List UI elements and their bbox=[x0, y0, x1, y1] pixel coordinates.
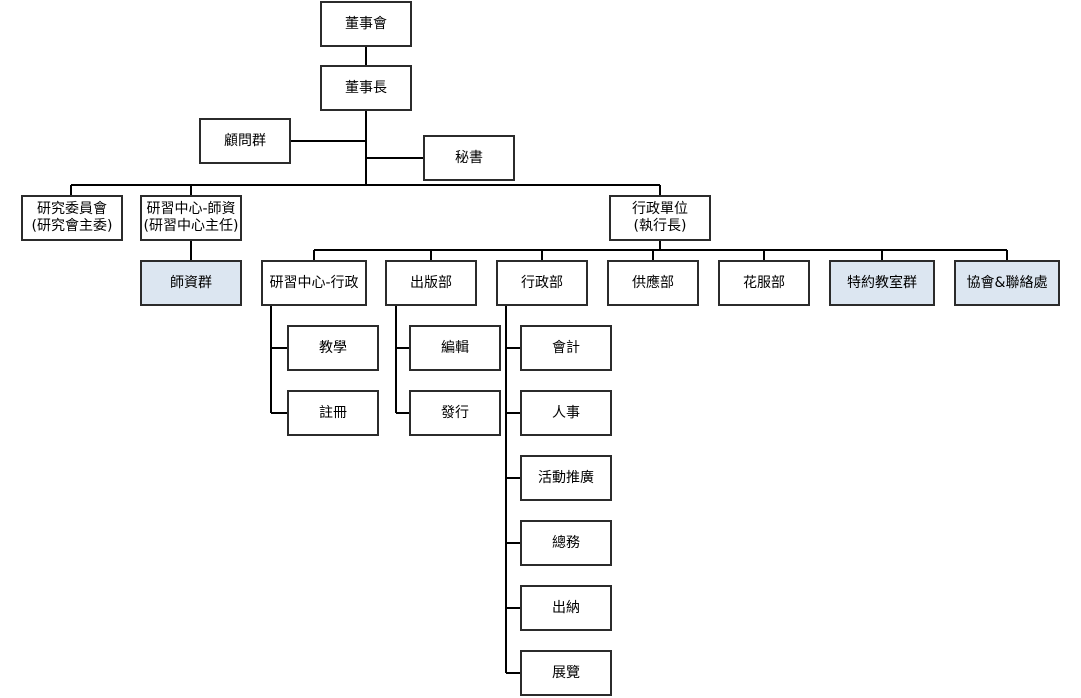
teaching-label: 教學 bbox=[319, 339, 347, 356]
accounting-node: 會計 bbox=[520, 325, 612, 371]
accounting-label: 會計 bbox=[552, 339, 580, 356]
training-center-admin-label: 研習中心-行政 bbox=[269, 274, 359, 291]
cashier-node: 出納 bbox=[520, 585, 612, 631]
admin-unit-sublabel: (執行長) bbox=[633, 218, 687, 234]
associations-liaison-node: 協會&聯絡處 bbox=[954, 260, 1060, 306]
board-label: 董事會 bbox=[345, 15, 387, 32]
event-promotion-node: 活動推廣 bbox=[520, 455, 612, 501]
secretary-label: 秘書 bbox=[455, 149, 483, 166]
flower-dept-node: 花服部 bbox=[718, 260, 810, 306]
cashier-label: 出納 bbox=[552, 599, 580, 616]
admin-unit-node: 行政單位(執行長) bbox=[609, 195, 711, 241]
training-center-faculty-label: 研習中心-師資 bbox=[146, 201, 236, 217]
faculty-group-node: 師資群 bbox=[140, 260, 242, 306]
personnel-label: 人事 bbox=[552, 404, 580, 421]
admin-dept-label: 行政部 bbox=[521, 274, 563, 291]
special-classrooms-node: 特約教室群 bbox=[829, 260, 935, 306]
research-committee-label: 研究委員會 bbox=[37, 201, 107, 217]
chairman-label: 董事長 bbox=[345, 79, 387, 96]
research-committee-sublabel: (研究會主委) bbox=[31, 218, 113, 234]
registration-label: 註冊 bbox=[319, 404, 347, 421]
teaching-node: 教學 bbox=[287, 325, 379, 371]
distribution-label: 發行 bbox=[441, 404, 469, 421]
secretary-node: 秘書 bbox=[423, 135, 515, 181]
event-promotion-label: 活動推廣 bbox=[538, 469, 594, 486]
chairman-node: 董事長 bbox=[320, 65, 412, 111]
research-committee-node: 研究委員會(研究會主委) bbox=[21, 195, 123, 241]
associations-liaison-label: 協會&聯絡處 bbox=[966, 274, 1048, 291]
exhibition-label: 展覽 bbox=[552, 664, 580, 681]
training-center-faculty-node: 研習中心-師資(研習中心主任) bbox=[140, 195, 242, 241]
publishing-dept-node: 出版部 bbox=[385, 260, 477, 306]
supply-dept-label: 供應部 bbox=[632, 274, 674, 291]
training-center-admin-node: 研習中心-行政 bbox=[261, 260, 367, 306]
advisors-node: 顧問群 bbox=[199, 118, 291, 164]
flower-dept-label: 花服部 bbox=[743, 274, 785, 291]
faculty-group-label: 師資群 bbox=[170, 274, 212, 291]
admin-unit-label: 行政單位 bbox=[632, 201, 688, 217]
advisors-label: 顧問群 bbox=[224, 132, 266, 149]
training-center-faculty-sublabel: (研習中心主任) bbox=[143, 218, 239, 234]
editing-label: 編輯 bbox=[441, 339, 469, 356]
supply-dept-node: 供應部 bbox=[607, 260, 699, 306]
registration-node: 註冊 bbox=[287, 390, 379, 436]
exhibition-node: 展覽 bbox=[520, 650, 612, 696]
publishing-dept-label: 出版部 bbox=[410, 274, 452, 291]
board-node: 董事會 bbox=[320, 1, 412, 47]
general-affairs-label: 總務 bbox=[552, 534, 580, 551]
editing-node: 編輯 bbox=[409, 325, 501, 371]
distribution-node: 發行 bbox=[409, 390, 501, 436]
admin-dept-node: 行政部 bbox=[496, 260, 588, 306]
general-affairs-node: 總務 bbox=[520, 520, 612, 566]
personnel-node: 人事 bbox=[520, 390, 612, 436]
special-classrooms-label: 特約教室群 bbox=[847, 274, 917, 291]
